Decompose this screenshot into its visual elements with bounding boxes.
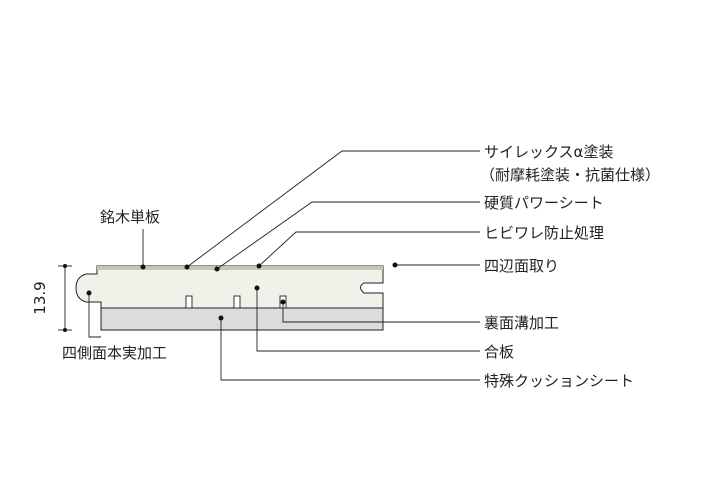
label-bevel: 四辺面取り [484, 257, 559, 275]
label-coating-line2: （耐摩耗塗装・抗菌仕様） [480, 166, 660, 184]
label-cushion-sheet: 特殊クッションシート [484, 372, 634, 390]
label-tongue-groove: 四側面本実加工 [62, 344, 167, 362]
label-crack-prevention: ヒビワレ防止処理 [484, 224, 604, 242]
board-body [75, 265, 384, 309]
back-groove-2 [233, 295, 241, 309]
label-plywood: 合板 [484, 343, 514, 361]
label-back-groove: 裏面溝加工 [484, 314, 559, 332]
label-veneer: 銘木単板 [100, 208, 160, 226]
label-power-sheet: 硬質パワーシート [484, 194, 604, 212]
back-groove-1 [185, 295, 193, 309]
label-coating-line1: サイレックスα塗装 [484, 143, 613, 161]
cushion-layer [100, 307, 384, 331]
surface-layer [97, 266, 383, 270]
thickness-value: 13.9 [31, 281, 49, 314]
